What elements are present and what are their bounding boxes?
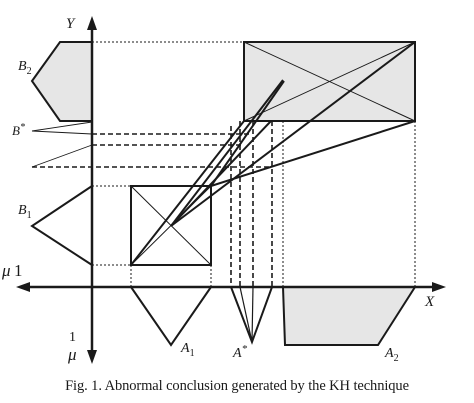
- label-b2: B2: [18, 59, 32, 77]
- mu-bottom-number: 1: [69, 330, 76, 345]
- x-axis-label: X: [424, 294, 435, 310]
- a1-membership-shape: [130, 286, 212, 347]
- rectangle-a2-b2-diagonals: [243, 41, 416, 122]
- mu-bottom-symbol: μ: [67, 345, 77, 364]
- interpolation-line: [170, 79, 284, 227]
- a2-membership-shape: [281, 286, 417, 346]
- astar-membership-shape: [230, 286, 273, 345]
- label-a1: A1: [180, 341, 195, 359]
- bstar-edge: [31, 121, 93, 132]
- figure-caption: Fig. 1. Abnormal conclusion generated by…: [65, 378, 409, 394]
- y-axis-arrowhead: [87, 16, 97, 30]
- interpolation-line: [170, 120, 272, 227]
- rectangle-a1-b1-frame: [130, 185, 212, 266]
- label-astar: A*: [232, 343, 248, 361]
- diagonal: [243, 41, 416, 122]
- astar-inner-edge: [239, 286, 253, 343]
- axes: [16, 16, 446, 364]
- b1-membership-shape: [30, 185, 93, 266]
- interpolation-line: [210, 120, 416, 187]
- astar-inner-edge: [251, 286, 254, 343]
- mu-axis-arrowhead: [16, 282, 30, 292]
- mu-axis-arrowhead: [87, 350, 97, 364]
- conclusion-dashed-lines: [32, 121, 273, 287]
- interpolation-line: [130, 120, 245, 266]
- shaded-regions: [30, 41, 417, 346]
- interpolation-lines: [130, 41, 416, 266]
- label-b1: B1: [18, 203, 32, 221]
- mu-left-number: 1: [14, 261, 23, 280]
- b2-membership-shape: [30, 41, 93, 122]
- bstar-edge: [31, 130, 93, 135]
- interpolation-line: [210, 80, 285, 187]
- projection-lines: [92, 41, 416, 287]
- bstar-edge: [31, 144, 93, 168]
- mu-left-symbol: μ: [1, 261, 11, 280]
- interpolation-line: [170, 41, 416, 227]
- bstar-membership-shape: [31, 121, 93, 168]
- label-bstar: B*: [12, 122, 25, 138]
- label-a2: A2: [384, 346, 399, 364]
- y-axis-label: Y: [66, 16, 76, 32]
- x-axis-arrowhead: [432, 282, 446, 292]
